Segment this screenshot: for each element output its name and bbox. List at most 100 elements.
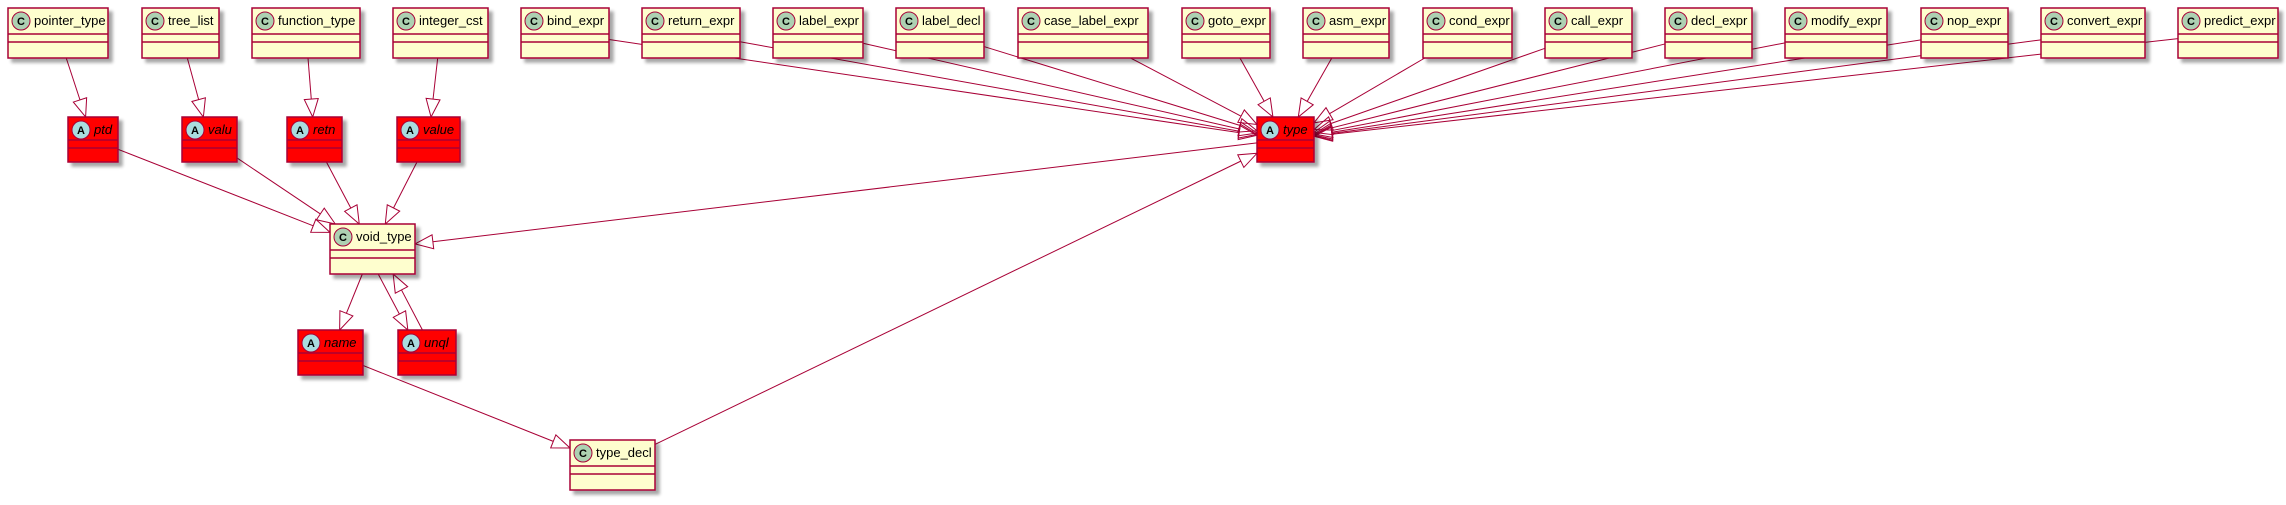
svg-text:A: A — [1266, 125, 1274, 137]
inheritance-edge-name-to-type_decl — [362, 365, 572, 449]
class-name: unql — [424, 335, 450, 350]
abstract-class-badge-icon: A — [400, 120, 420, 140]
inheritance-edge-tree_list-to-valu — [186, 57, 206, 119]
svg-text:C: C — [261, 16, 269, 28]
class-name: modify_expr — [1811, 13, 1882, 28]
hollow-arrowhead-icon — [1297, 97, 1315, 119]
class-name: pointer_type — [34, 13, 106, 28]
svg-text:C: C — [17, 16, 25, 28]
class-name: goto_expr — [1208, 13, 1266, 28]
class-name: asm_expr — [1329, 13, 1387, 28]
inheritance-edge-void_type-to-name — [339, 273, 363, 332]
class-badge-icon: C — [2044, 11, 2064, 31]
abstract-class-badge-icon: A — [71, 120, 91, 140]
svg-text:C: C — [1191, 16, 1199, 28]
inheritance-edge-integer_cst-to-value — [425, 57, 441, 119]
class-name: function_type — [278, 13, 355, 28]
class-badge-icon: C — [255, 11, 275, 31]
class-badge-icon: C — [1021, 11, 1041, 31]
abstract-class-badge-icon: A — [1260, 120, 1280, 140]
abstract-class-badge-icon: A — [290, 120, 310, 140]
class-badge-icon: C — [776, 11, 796, 31]
inheritance-edge-predict_expr-to-type — [1312, 38, 2179, 142]
hollow-arrowhead-icon — [309, 218, 332, 233]
svg-text:C: C — [905, 16, 913, 28]
svg-text:C: C — [402, 16, 410, 28]
svg-text:A: A — [307, 338, 315, 350]
svg-text:C: C — [1674, 16, 1682, 28]
class-badge-icon: C — [1924, 11, 1944, 31]
class-name: valu — [208, 122, 232, 137]
class-name: decl_expr — [1691, 13, 1748, 28]
hollow-arrowhead-icon — [339, 309, 354, 332]
svg-text:C: C — [579, 448, 587, 460]
class-badge-icon: C — [1185, 11, 1205, 31]
class-badge-icon: C — [1548, 11, 1568, 31]
class-badge-icon: C — [1668, 11, 1688, 31]
class-badge-icon: C — [645, 11, 665, 31]
inheritance-edge-function_type-to-retn — [303, 57, 319, 119]
inheritance-edge-cond_expr-to-type — [1312, 57, 1426, 124]
svg-text:C: C — [651, 16, 659, 28]
hollow-arrowhead-icon — [1236, 152, 1259, 169]
class-name: label_decl — [922, 13, 981, 28]
hollow-arrowhead-icon — [1312, 126, 1334, 142]
class-badge-icon: C — [2181, 11, 2201, 31]
hollow-arrowhead-icon — [1257, 97, 1274, 119]
inheritance-edge-call_expr-to-type — [1312, 47, 1546, 131]
inheritance-edge-type-to-void_type — [413, 142, 1258, 250]
inheritance-edge-valu-to-void_type — [236, 157, 337, 225]
hollow-arrowhead-icon — [315, 207, 337, 225]
inheritance-edge-retn-to-void_type — [325, 161, 360, 226]
hollow-arrowhead-icon — [549, 434, 572, 449]
hollow-arrowhead-icon — [413, 234, 435, 250]
class-name: type — [1283, 122, 1308, 137]
hollow-arrowhead-icon — [392, 310, 409, 332]
class-name: label_expr — [799, 13, 860, 28]
svg-text:A: A — [406, 125, 414, 137]
svg-text:C: C — [339, 232, 347, 244]
class-name: call_expr — [1571, 13, 1624, 28]
class-badge-icon: C — [524, 11, 544, 31]
class-name: nop_expr — [1947, 13, 2002, 28]
inheritance-edge-void_type-to-unql — [377, 273, 409, 332]
abstract-class-badge-icon: A — [185, 120, 205, 140]
hollow-arrowhead-icon — [425, 97, 441, 119]
class-badge-icon: C — [11, 11, 31, 31]
svg-text:A: A — [296, 125, 304, 137]
class-name: retn — [313, 122, 335, 137]
inheritance-edge-goto_expr-to-type — [1239, 57, 1274, 119]
hollow-arrowhead-icon — [392, 272, 409, 294]
hollow-arrowhead-icon — [1237, 121, 1259, 137]
inheritance-edge-ptd-to-void_type — [117, 148, 332, 233]
